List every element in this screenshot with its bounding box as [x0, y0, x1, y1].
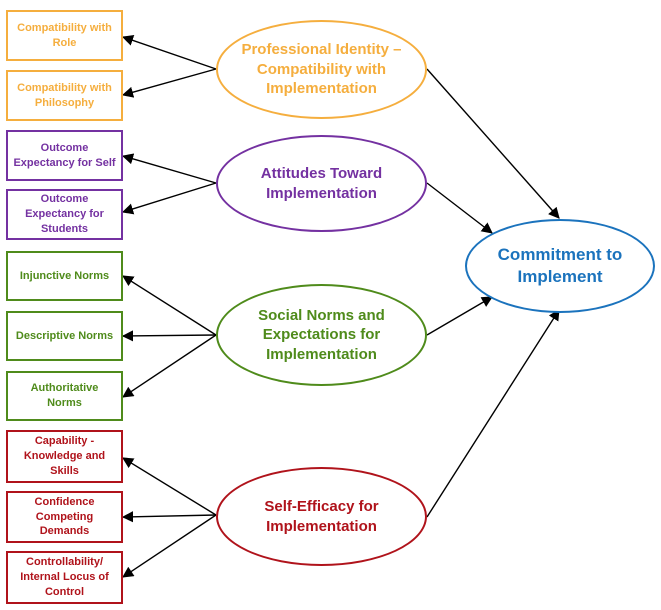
arrow-norms-to-commitment [426, 296, 493, 336]
arrow-efficacy-to-commitment [426, 309, 560, 518]
item-outcome-students: Outcome Expectancy for Students [6, 189, 123, 240]
item-authoritative-norms: Authoritative Norms [6, 371, 123, 421]
arrow-identity-to-commitment [426, 68, 560, 219]
factor-self-efficacy: Self-Efficacy for Implementation [216, 467, 427, 566]
arrow-efficacy-to-capability [122, 457, 217, 516]
arrow-norms-to-injunctive [122, 275, 217, 336]
arrow-identity-to-philosophy [121, 68, 217, 98]
arrow-efficacy-to-controllability [122, 514, 217, 578]
arrow-efficacy-to-confidence [121, 511, 217, 523]
arrow-identity-to-role [121, 34, 217, 70]
arrow-attitudes-to-self [121, 153, 217, 184]
factor-professional-identity: Professional Identity – Compatibility wi… [216, 20, 427, 119]
outcome-commitment: Commitment to Implement [465, 219, 655, 313]
item-descriptive-norms: Descriptive Norms [6, 311, 123, 361]
item-injunctive-norms: Injunctive Norms [6, 251, 123, 301]
factor-attitudes: Attitudes Toward Implementation [216, 135, 427, 232]
item-compatibility-philosophy: Compatibility with Philosophy [6, 70, 123, 121]
item-controllability: Controllability/ Internal Locus of Contr… [6, 551, 123, 604]
arrow-norms-to-descriptive [121, 330, 217, 342]
factor-social-norms: Social Norms and Expectations for Implem… [216, 284, 427, 386]
item-confidence: Confidence Competing Demands [6, 491, 123, 543]
item-compatibility-role: Compatibility with Role [6, 10, 123, 61]
item-capability: Capability - Knowledge and Skills [6, 430, 123, 483]
arrow-attitudes-to-students [121, 182, 217, 215]
arrow-attitudes-to-commitment [426, 182, 493, 234]
arrow-norms-to-authoritative [122, 334, 217, 398]
item-outcome-self: Outcome Expectancy for Self [6, 130, 123, 181]
